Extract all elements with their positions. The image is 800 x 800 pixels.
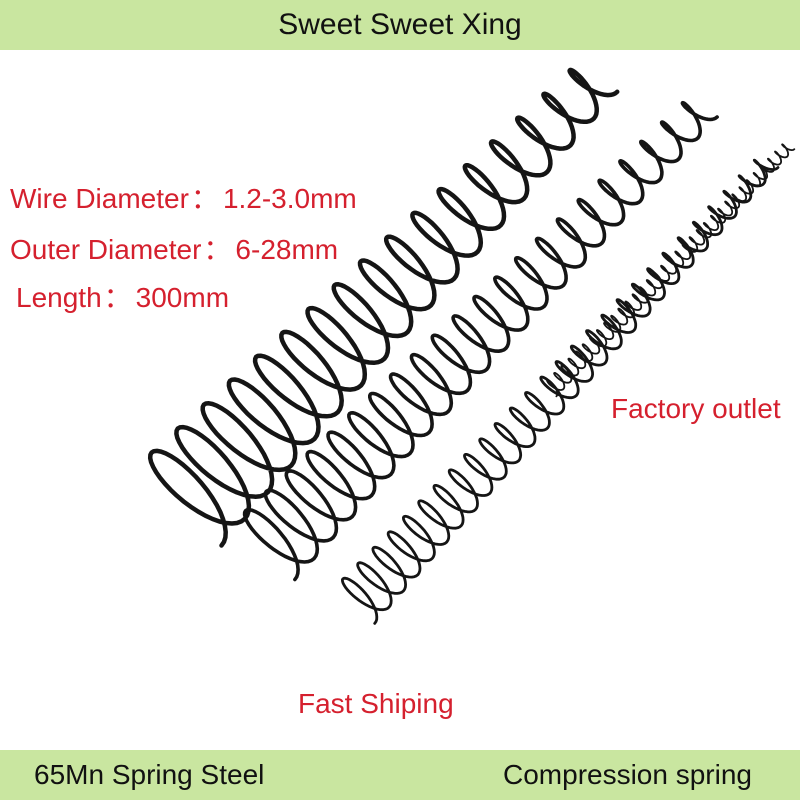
spring-thin [546,143,796,398]
spring-coil [147,67,620,548]
spec-value: 6-28mm [235,234,339,265]
spring-coil [546,143,796,398]
spec-label: Wire Diameter [10,183,189,214]
spring-small [341,158,780,625]
spring-coil [341,158,780,625]
factory-outlet-label: Factory outlet [611,393,781,424]
spring-type-label: Compression spring [503,759,752,790]
top-banner: Sweet Sweet Xing [0,0,800,50]
spec-value: 300mm [135,282,230,313]
spec-wire-diameter: Wire Diameter：1.2-3.0mm [10,183,357,214]
spring-large [147,67,620,548]
brand-title: Sweet Sweet Xing [278,8,522,41]
springs-illustration [147,67,796,625]
bottom-banner: 65Mn Spring Steel Compression spring [0,750,800,800]
spring-coil [242,100,719,582]
material-label: 65Mn Spring Steel [34,759,265,790]
spec-label: Outer Diameter [10,234,202,265]
spring-medium [242,100,719,582]
spec-label: Length [16,282,102,313]
spec-value: 1.2-3.0mm [222,183,357,214]
spec-length: Length：300mm [16,282,230,313]
spec-outer-diameter: Outer Diameter：6-28mm [10,234,339,265]
fast-shipping-label: Fast Shiping [298,688,454,719]
